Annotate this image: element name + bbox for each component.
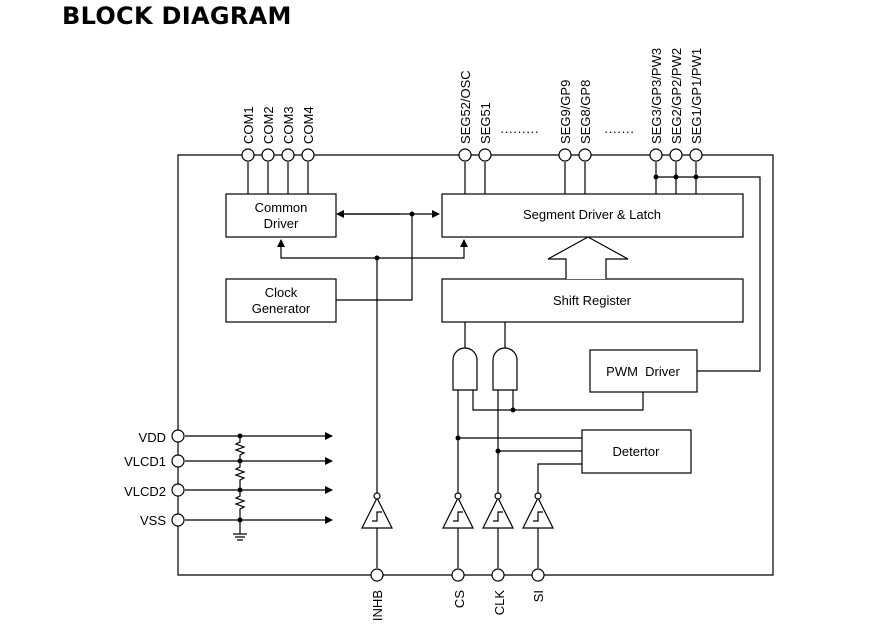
pin-label-inhb: INHB (370, 590, 385, 621)
common-driver-line2: Driver (264, 216, 299, 231)
segment-driver-block: Segment Driver & Latch (441, 193, 744, 238)
pin-label-seg8: SEG8/GP8 (578, 80, 593, 144)
pin-label-seg1: SEG1/GP1/PW1 (689, 48, 704, 144)
pin-label-seg51: SEG51 (478, 102, 493, 144)
pin-vlcd1 (171, 454, 185, 468)
pin-com4 (301, 148, 315, 162)
pin-label-com1: COM1 (241, 106, 256, 144)
page-title: BLOCK DIAGRAM (62, 2, 292, 30)
pin-seg2 (669, 148, 683, 162)
pin-seg8 (578, 148, 592, 162)
pin-label-seg52: SEG52/OSC (458, 70, 473, 144)
pin-label-seg9: SEG9/GP9 (558, 80, 573, 144)
and-gate-clk (492, 347, 518, 391)
pin-vdd (171, 429, 185, 443)
schmitt-buffer-inhb (361, 492, 393, 529)
ellipsis-2: ······· (604, 124, 634, 139)
left-pins (171, 429, 185, 527)
detector-block: Detertor (581, 429, 692, 474)
pin-seg3 (649, 148, 663, 162)
pin-clk (491, 568, 505, 582)
pin-seg51 (478, 148, 492, 162)
bottom-pin-labels: INHB CS CLK SI (370, 590, 546, 621)
schmitt-buffer-si (522, 492, 554, 529)
pin-inhb (370, 568, 384, 582)
ellipsis-1: ········· (500, 124, 539, 139)
detector-label: Detertor (613, 444, 661, 459)
pin-label-si: SI (531, 590, 546, 602)
pin-label-seg2: SEG2/GP2/PW2 (669, 48, 684, 144)
pin-com2 (261, 148, 275, 162)
pin-seg9 (558, 148, 572, 162)
shift-register-block: Shift Register (441, 278, 744, 323)
segment-driver-label: Segment Driver & Latch (523, 207, 661, 222)
clock-generator-line2: Generator (252, 301, 311, 316)
pin-label-vlcd2: VLCD2 (124, 484, 166, 499)
pin-label-com2: COM2 (261, 106, 276, 144)
top-pin-labels: COM1 COM2 COM3 COM4 SEG52/OSC SEG51 SEG9… (241, 48, 704, 144)
schmitt-buffer-cs (442, 492, 474, 529)
pin-si (531, 568, 545, 582)
pin-com1 (241, 148, 255, 162)
pin-vlcd2 (171, 483, 185, 497)
junctions (237, 174, 699, 523)
data-transfer-arrow (547, 236, 629, 279)
left-pin-labels: VDD VLCD1 VLCD2 VSS (124, 430, 166, 528)
pin-label-vdd: VDD (139, 430, 166, 445)
bottom-pins (370, 568, 545, 582)
pin-cs (451, 568, 465, 582)
common-driver-line1: Common (255, 200, 308, 215)
and-gate-cs (452, 347, 478, 391)
clock-generator-line1: Clock (265, 285, 298, 300)
top-pins (241, 148, 703, 162)
common-driver-block: Common Driver (225, 193, 337, 238)
shift-register-label: Shift Register (553, 293, 632, 308)
pin-com3 (281, 148, 295, 162)
pwm-driver-block: PWM Driver (589, 349, 698, 393)
pin-label-seg3: SEG3/GP3/PW3 (649, 48, 664, 144)
pin-label-vlcd1: VLCD1 (124, 454, 166, 469)
pin-label-com4: COM4 (301, 106, 316, 144)
pin-seg1 (689, 148, 703, 162)
pin-vss (171, 513, 185, 527)
clock-generator-block: Clock Generator (225, 278, 337, 323)
pin-seg52 (458, 148, 472, 162)
pin-label-clk: CLK (492, 590, 507, 616)
schmitt-buffer-clk (482, 492, 514, 529)
pin-label-vss: VSS (140, 513, 166, 528)
pin-label-com3: COM3 (281, 106, 296, 144)
pwm-driver-label: PWM Driver (606, 364, 680, 379)
pin-label-cs: CS (452, 590, 467, 608)
